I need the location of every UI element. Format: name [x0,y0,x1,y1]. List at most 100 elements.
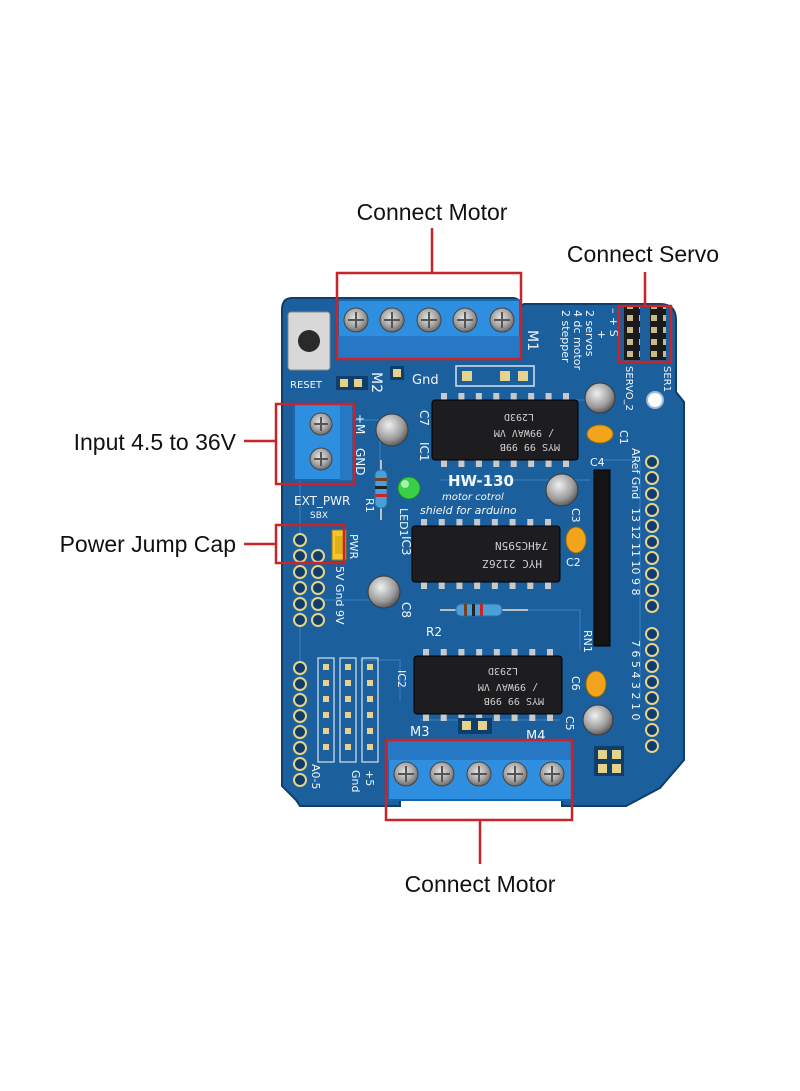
led1: LED1 [397,476,421,537]
chip-pin [474,519,481,527]
terminal-bottom-screw [502,761,528,787]
c5-label: C5 [563,716,576,731]
mounting-hole [646,391,664,409]
digital-pin [645,643,659,657]
analog-header-pad [323,664,329,670]
digital-pin [645,519,659,533]
c1-label: C1 [617,430,630,445]
resistor-r1: R1 [363,460,388,520]
c4-label: C4 [590,456,605,469]
analog-header-pad [345,696,351,702]
chip-pin [529,713,536,721]
chip-pin [491,581,498,589]
chip-pin [474,581,481,589]
chip-pin [545,393,552,401]
chip-pin [563,393,569,401]
capacitor-c5-top [584,382,616,414]
digital-header-right: ARef Gnd 13 12 11 10 9 8 7 6 5 4 3 2 1 0 [629,448,659,753]
r1-label: R1 [363,498,376,513]
note-plus: + [595,330,608,339]
capacitor-c7: C7 IC1 [375,410,431,462]
ceramic-cap-c1: C1 [586,424,630,445]
chip-pin [456,581,463,589]
c8-label: C8 [399,602,413,618]
chip-ic1: MYS 99 99B / 99WAV VM L293D [431,393,579,467]
board-subtitle: motor cotrol [442,492,504,503]
capacitor-c3: C3 [545,473,582,523]
chip-pin [441,459,447,467]
terminal-top-screw [379,307,405,333]
analog-header-pad [323,744,329,750]
m4-label: M4 [526,729,546,744]
aref-gnd-label: ARef Gnd [629,448,642,499]
chip-pin [476,713,483,721]
m2-label: M2 [368,372,384,393]
plus-m-label: +M [353,414,367,434]
chip-pin [458,459,465,467]
reset-label: RESET [290,380,323,391]
terminal-block-power: +M GND EXT_PWR SBX [293,403,367,521]
analog-header-pad [367,728,373,734]
chip-pin [547,713,553,721]
terminal-bottom-screw [393,761,419,787]
power-pin [311,613,325,627]
analog-pin [293,709,307,723]
analog-header-outline [361,657,379,763]
servo-headers: SERVO_2 SER1 [623,306,672,411]
power-pin [311,549,325,563]
callout-motor-top: Connect Motor [357,199,508,225]
chip-pin [493,393,500,401]
small-pads-right [594,746,624,776]
chip-pin [475,459,482,467]
chip-pin [509,581,516,589]
chip-pin [545,581,551,589]
power-pin [293,565,307,579]
power-pin [293,581,307,595]
chip-ic2-name: L293D [488,665,518,676]
pwr-label: PWR [347,534,360,560]
c2-label: C2 [566,556,581,569]
led1-label: LED1 [397,508,410,537]
analog-header-pad [345,744,351,750]
digital-pin [645,503,659,517]
analog-pin [293,725,307,739]
chip-pin [493,649,500,657]
analog-header-pad [345,680,351,686]
digital-pin [645,455,659,469]
servo-1-header [650,306,666,360]
analog-pin [293,693,307,707]
callout-box-motor-top [335,271,523,361]
a0-5-label: A0-5 [309,764,322,790]
chip-pin [493,713,500,721]
digital-pin [645,675,659,689]
c3-label: C3 [569,508,582,523]
digital-pin [645,535,659,549]
digital-pin [645,659,659,673]
terminal-block-bottom: M3 M4 [387,718,573,801]
gnd-power-label: GND [353,448,367,476]
analog-header-pad [367,680,373,686]
analog-header-pad [323,680,329,686]
m1-label: M1 [524,330,540,351]
servo-2-label: SERVO_2 [623,366,634,411]
pins-high-label: 13 12 11 10 9 8 [629,508,642,595]
power-pin [293,549,307,563]
chip-pin [527,581,534,589]
chip-pin [423,713,429,721]
chip-pin [545,519,551,527]
servo-signs: – + S [607,308,620,337]
r2-label: R2 [426,625,442,639]
chip-ic1-line3: MYS 99 99B [500,441,560,452]
plus5-label: +5 [363,770,376,786]
chip-ic1-line2: / 99WAV VM [494,427,554,438]
chip-pin [440,649,447,657]
rn1-label: RN1 [581,630,594,653]
m3-label: M3 [410,725,430,740]
ceramic-cap-c2: C2 [565,526,587,569]
chip-ic3-line2: HYC 2126Z [482,557,542,570]
power-pin [293,613,307,627]
analog-pin [293,741,307,755]
ser1-label: SER1 [661,366,672,392]
analog-header-pad [323,712,329,718]
chip-pin [527,519,534,527]
